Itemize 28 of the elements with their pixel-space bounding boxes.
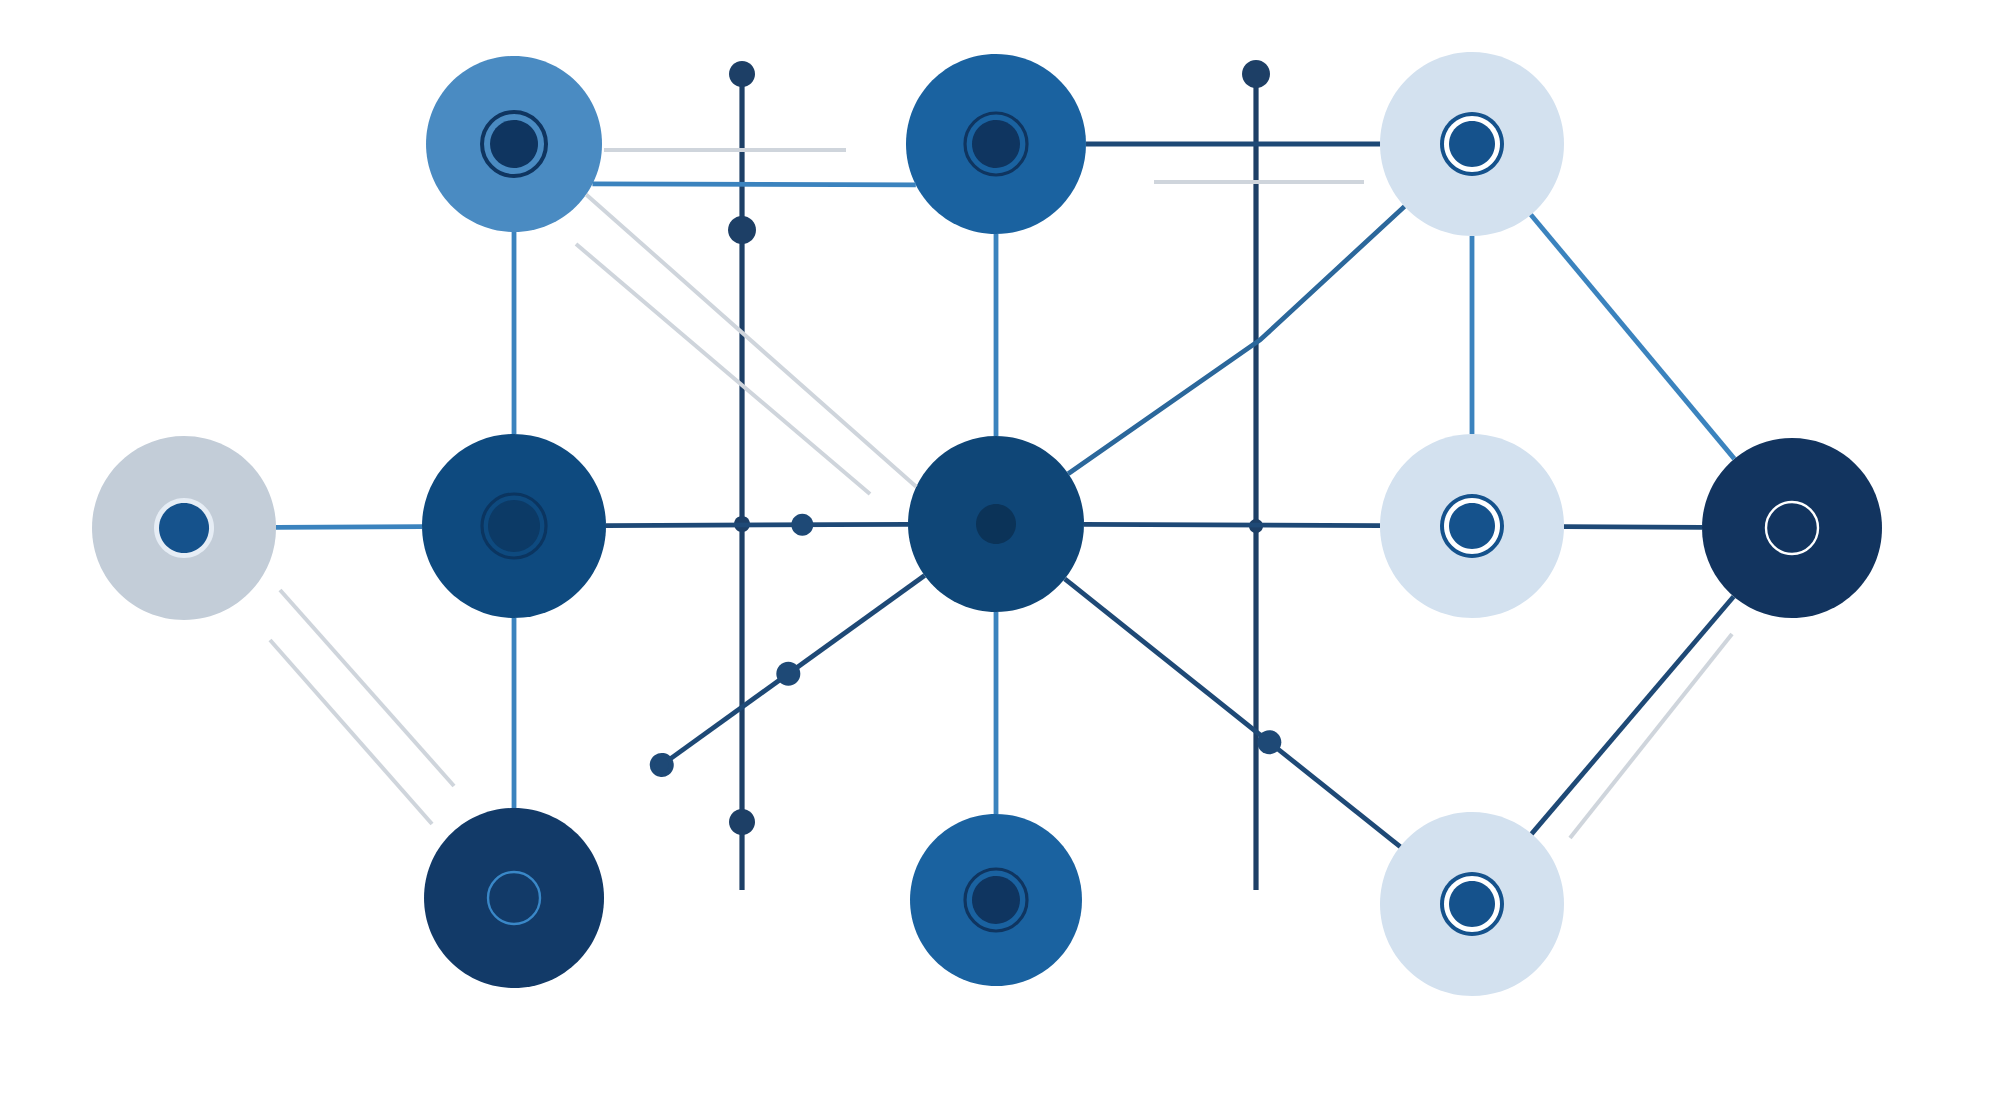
- connector-line: [584, 192, 918, 489]
- network-node: [1380, 52, 1564, 236]
- network-node: [422, 434, 606, 618]
- network-node: [1380, 434, 1564, 618]
- network-node: [426, 56, 602, 232]
- network-node: [908, 436, 1084, 612]
- connector-line: [1529, 594, 1736, 836]
- connector-line: [1063, 577, 1402, 849]
- connector-line: [1563, 524, 1702, 530]
- connector-line: [649, 573, 927, 777]
- connector-line: [1084, 521, 1381, 528]
- connector-line: [1469, 236, 1475, 434]
- connector-line: [276, 524, 423, 530]
- connector-line: [993, 234, 999, 436]
- connector-line: [1086, 141, 1380, 147]
- network-node: [1702, 438, 1882, 618]
- connector-line: [511, 618, 517, 808]
- connector-line: [1529, 213, 1737, 461]
- network-node: [424, 808, 604, 988]
- network-node: [92, 436, 276, 620]
- network-node: [910, 814, 1082, 986]
- connector-line: [1066, 204, 1407, 476]
- connector-line: [511, 232, 517, 434]
- connector-line: [592, 181, 916, 188]
- network-node: [1380, 812, 1564, 996]
- connector-line: [993, 612, 999, 814]
- connector-line: [606, 513, 909, 536]
- network-node: [906, 54, 1086, 234]
